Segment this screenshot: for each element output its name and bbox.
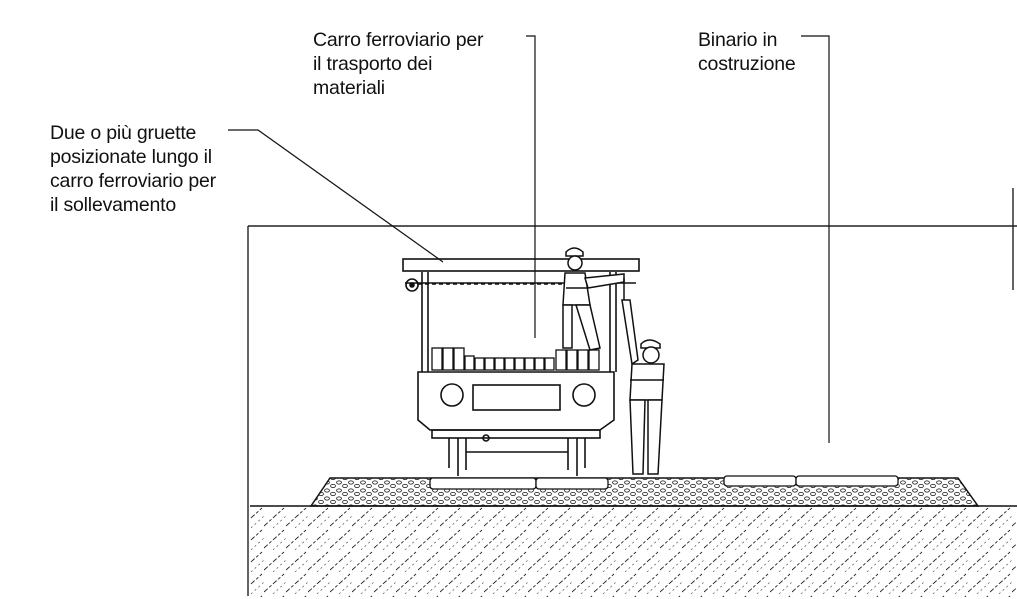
label-carro-ferroviario: Carro ferroviario per il trasporto dei m… xyxy=(313,28,483,100)
label-carro-line-3: materiali xyxy=(313,77,385,99)
cargo-sleepers xyxy=(431,347,600,371)
leader-binario xyxy=(801,35,830,443)
pulley-icon xyxy=(405,278,419,292)
label-binario-line-1: Binario in xyxy=(698,29,778,51)
label-gruette-line-3: carro ferroviario per xyxy=(50,170,216,192)
worker-on-wagon xyxy=(562,247,625,351)
label-gruette: Due o più gruette posizionate lungo il c… xyxy=(50,121,216,217)
label-binario-line-2: costruzione xyxy=(698,53,796,75)
label-binario: Binario in costruzione xyxy=(698,28,796,76)
label-gruette-line-1: Due o più gruette xyxy=(50,122,197,144)
label-carro-line-1: Carro ferroviario per xyxy=(313,29,484,51)
label-gruette-line-4: il sollevamento xyxy=(50,194,176,216)
ground xyxy=(250,505,1017,597)
leader-gruette xyxy=(228,129,444,263)
rail-wagon xyxy=(402,258,640,476)
label-carro-line-2: il trasporto dei xyxy=(313,53,433,75)
leader-lines xyxy=(228,35,830,443)
worker-on-ground xyxy=(621,299,665,475)
leader-carro xyxy=(526,35,536,338)
frame xyxy=(247,188,1017,596)
sleepers xyxy=(429,475,899,490)
label-gruette-line-2: posizionate lungo il xyxy=(50,146,212,168)
